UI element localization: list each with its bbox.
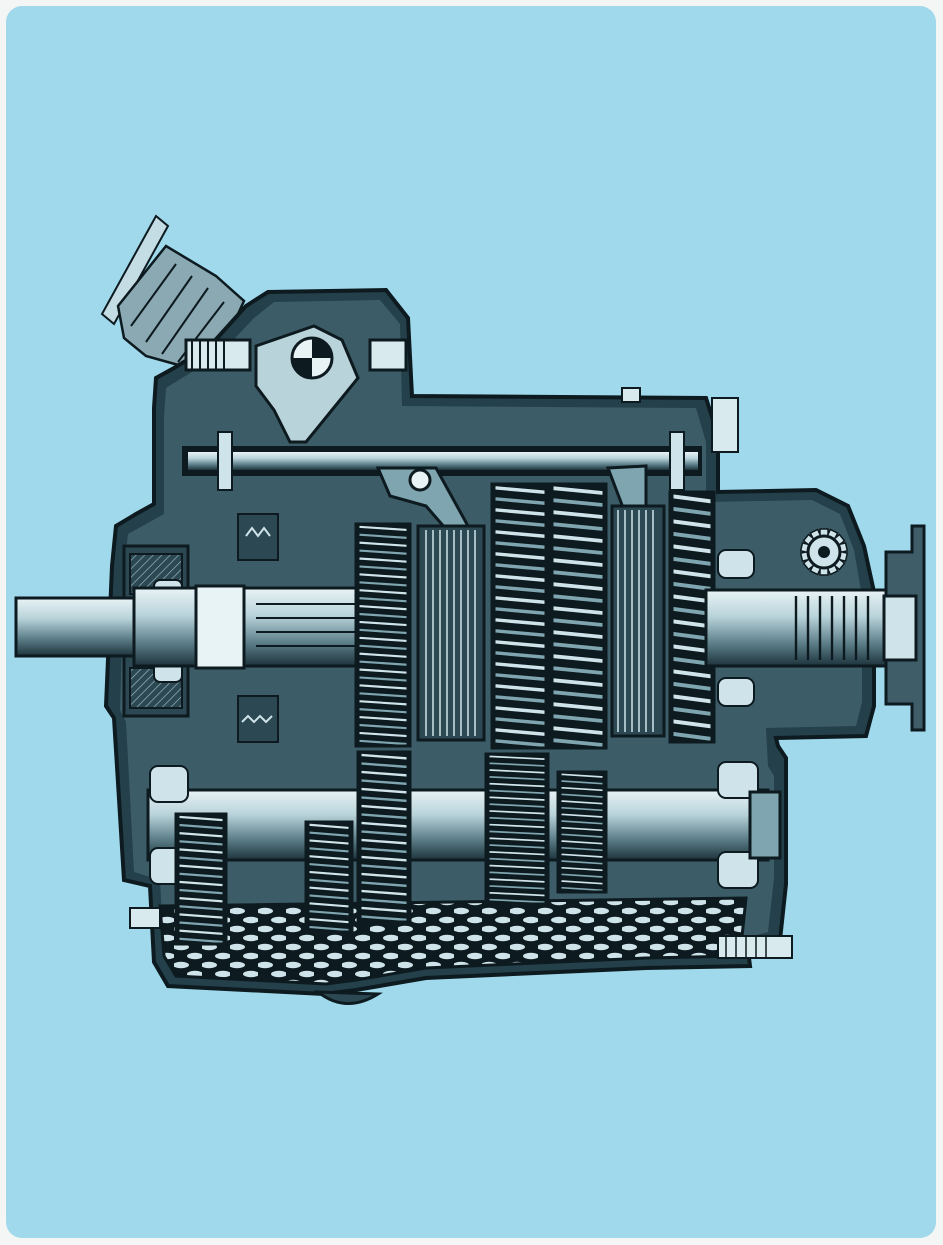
- adjust-screw: [184, 338, 252, 372]
- fourth-gear: [668, 490, 716, 744]
- counter-drive-gear: [484, 752, 550, 906]
- shift-rail: [188, 452, 698, 470]
- third-gear: [548, 482, 608, 750]
- second-gear: [490, 482, 550, 750]
- countershaft: [146, 761, 782, 889]
- synchronizer-sleeve-1-2: [416, 524, 486, 742]
- countershaft-gear-stack: [174, 750, 608, 946]
- housing-bolts: [129, 387, 793, 959]
- input-shaft: [14, 584, 366, 670]
- top-cover-bolt: [711, 397, 739, 453]
- shift-lever-boot: [100, 214, 246, 368]
- counter-first-mesh-gear: [356, 750, 412, 924]
- figure-sheet: [6, 6, 936, 1238]
- drain-bolt: [129, 907, 161, 929]
- output-shaft: [704, 524, 926, 732]
- reverse-gear: [174, 812, 228, 946]
- output-spline: [794, 596, 870, 660]
- first-gear: [354, 522, 412, 748]
- counter-third-gear: [556, 770, 608, 894]
- speedometer-drive-gear: [799, 528, 849, 576]
- synchronizer-sleeve-3-4: [610, 504, 666, 738]
- gearbox-cutaway-illustration: [6, 6, 936, 1238]
- countershaft-bearing: [149, 765, 189, 803]
- flange-nut: [882, 594, 918, 662]
- rear-mount-bolt: [717, 935, 793, 959]
- synchronizer-hub-left: [237, 513, 279, 743]
- counter-first-gear: [304, 820, 354, 934]
- main-shaft-gear-stack: [354, 482, 716, 750]
